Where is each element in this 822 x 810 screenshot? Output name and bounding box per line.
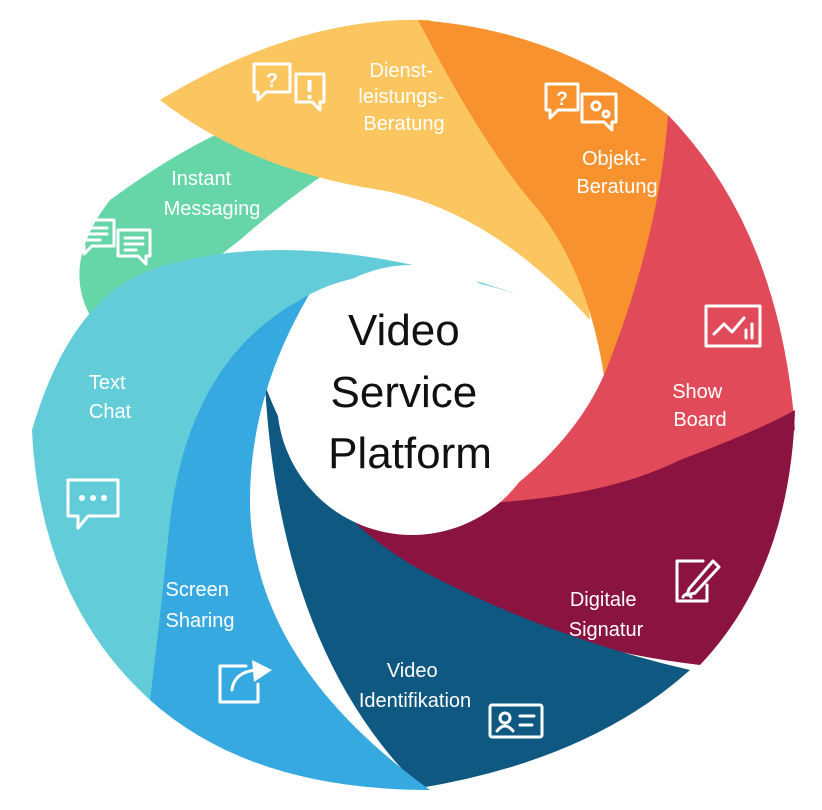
- label-line: Objekt-: [582, 148, 646, 170]
- segment-blade-digitale-signatur: [300, 410, 795, 665]
- label-line: Chat: [89, 401, 132, 423]
- segment-blade-screen-sharing: [140, 285, 431, 790]
- center-title-line: Service: [331, 368, 478, 417]
- segment-label-objekt-beratung: Objekt- Beratung: [576, 148, 657, 198]
- label-line: Dienst-: [370, 60, 433, 82]
- label-line: leistungs-: [358, 86, 444, 108]
- segment-blade-video-identifikation: [265, 385, 690, 788]
- label-line: Sharing: [166, 610, 235, 632]
- question-gears-bubbles-icon: ?: [544, 82, 618, 132]
- center-disc: [277, 265, 547, 535]
- label-line: Signatur: [569, 619, 644, 641]
- svg-text:?: ?: [266, 70, 278, 92]
- label-line: Beratung: [576, 176, 657, 198]
- segment-blade-show-board: [420, 115, 795, 545]
- label-line: Board: [673, 409, 726, 431]
- chart-board-icon: [704, 304, 762, 348]
- svg-text:?: ?: [556, 89, 568, 110]
- label-line: Beratung: [363, 113, 444, 135]
- segment-label-show-board: Show Board: [672, 381, 728, 431]
- center-title-line: Platform: [328, 429, 492, 478]
- label-line: Messaging: [164, 198, 261, 220]
- segment-label-dienstleistungs-beratung: Dienst- leistungs- Beratung: [358, 60, 449, 135]
- segment-blade-text-chat: [32, 250, 520, 700]
- signature-pen-icon: [675, 559, 721, 603]
- label-line: Show: [672, 381, 723, 403]
- messages-icon: [78, 218, 152, 266]
- segment-label-instant-messaging: Instant Messaging: [164, 168, 261, 220]
- label-line: Identifikation: [359, 690, 471, 712]
- segment-label-digitale-signatur: Digitale Signatur: [569, 589, 644, 641]
- label-line: Text: [89, 372, 126, 394]
- label-line: Video: [387, 660, 438, 682]
- id-card-icon: [488, 703, 544, 739]
- segment-label-video-identifikation: Video Identifikation: [359, 660, 471, 712]
- label-line: Screen: [166, 579, 229, 601]
- share-arrow-icon: [218, 660, 272, 704]
- segment-label-screen-sharing: Screen Sharing: [166, 579, 235, 632]
- chat-dots-icon: [66, 478, 120, 530]
- label-line: Instant: [171, 168, 231, 190]
- label-line: Digitale: [570, 589, 637, 611]
- center-title-line: Video: [348, 306, 460, 355]
- segment-label-text-chat: Text Chat: [89, 372, 132, 423]
- center-title: Video Service Platform: [328, 306, 492, 478]
- question-exclamation-bubbles-icon: ?: [252, 62, 326, 112]
